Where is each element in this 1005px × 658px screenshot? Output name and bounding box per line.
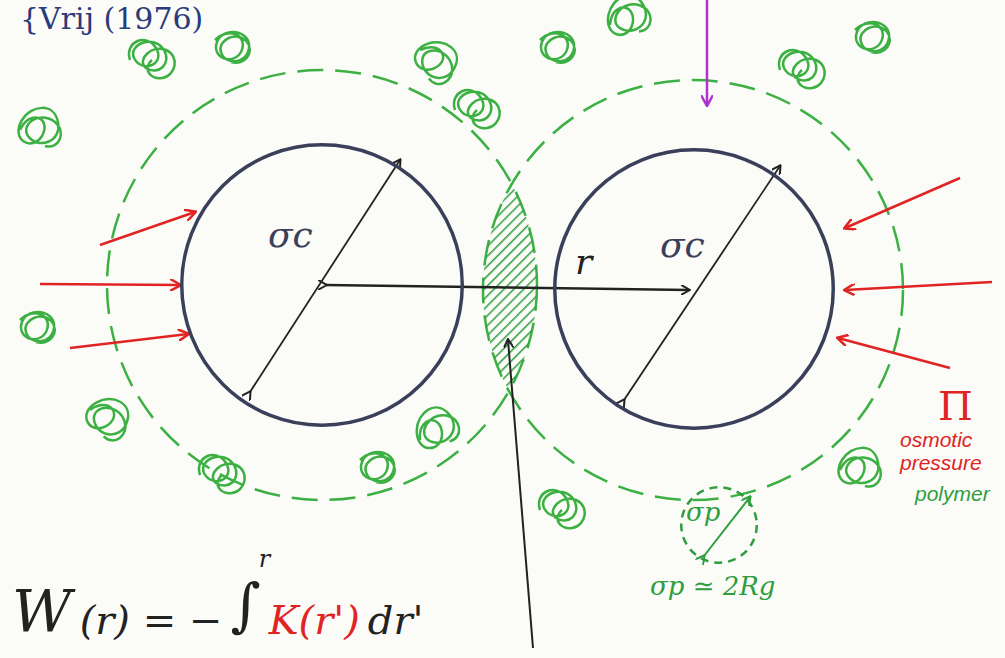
reference-note: {Vrij (1976)	[20, 2, 203, 35]
formula-kernel: K(r')	[269, 598, 360, 642]
diameter-label: σp	[686, 498, 720, 527]
circle-outline	[180, 143, 464, 427]
pressure-note: osmotic pressure	[900, 428, 1000, 474]
polymer-note: polymer	[915, 482, 990, 505]
formula-part: dr'	[368, 598, 424, 642]
integral-limit: r	[259, 546, 270, 572]
colloid-sphere: σc	[180, 143, 464, 427]
circle-outline	[553, 148, 835, 430]
diameter-label: σc	[268, 215, 313, 255]
pressure-symbol: Π	[938, 384, 973, 428]
polymer-sphere: σp	[680, 486, 758, 564]
formula-part: (r) = −	[80, 598, 223, 642]
size-relation: σp ≃ 2Rg	[650, 572, 775, 601]
distance-label: r	[575, 242, 592, 282]
diameter-label: σc	[660, 225, 705, 265]
integral-sign: ∫	[230, 574, 260, 638]
colloid-sphere: σc	[553, 148, 835, 430]
formula-part: W	[12, 580, 72, 644]
